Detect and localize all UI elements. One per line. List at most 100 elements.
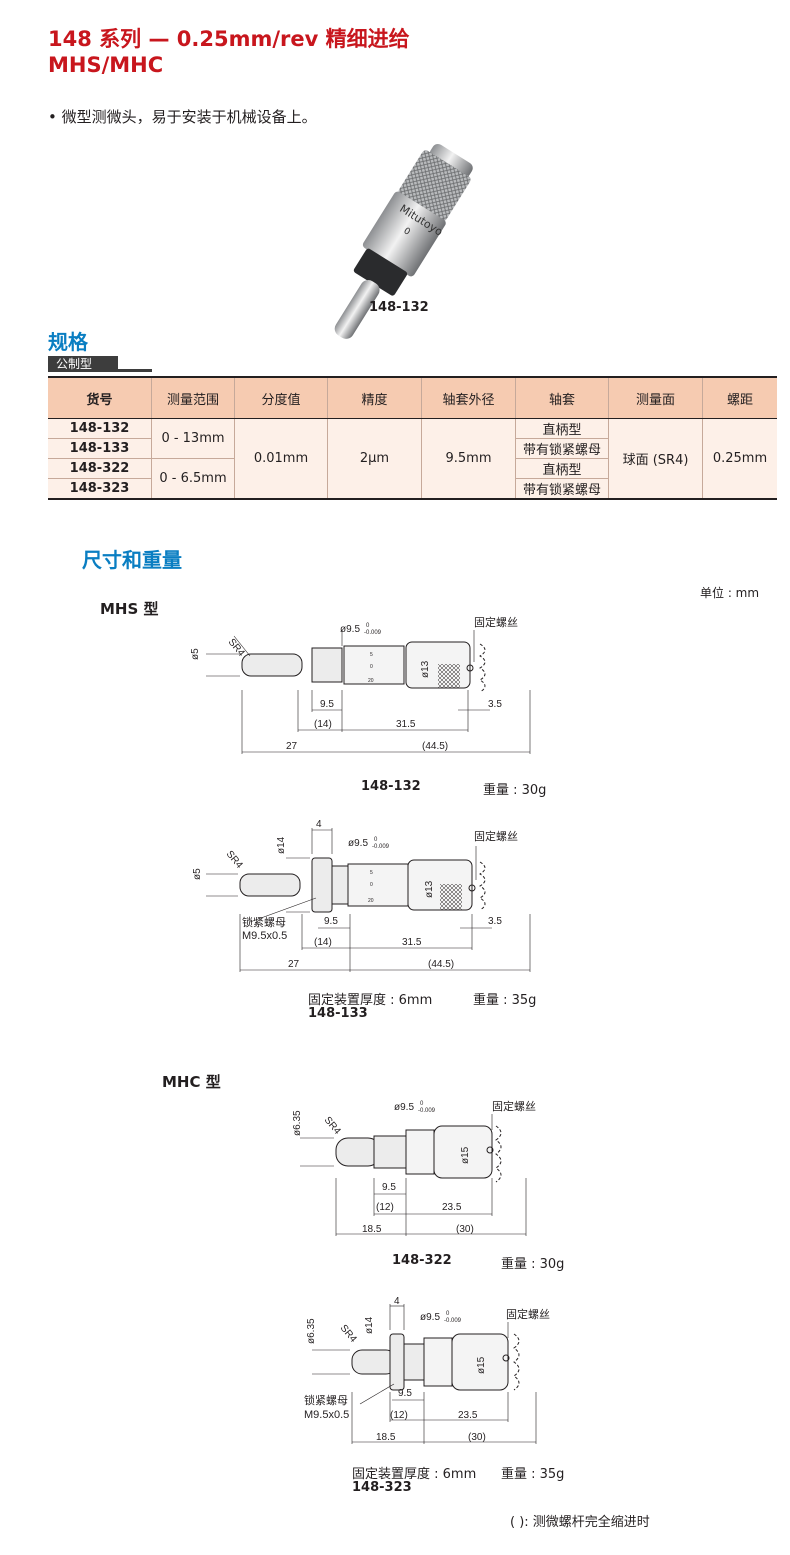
dim-sr4: SR4 <box>224 849 245 871</box>
drawing-148-322: ø6.35 SR4 ø9.5 0 -0.009 固定螺丝 ø15 9.5 (12… <box>292 1099 536 1236</box>
caption-weight: 重量 : 35g <box>473 993 537 1008</box>
spec-header-row: 货号 测量范围 分度值 精度 轴套外径 轴套 测量面 螺距 <box>48 376 777 419</box>
sleeve-cell: 带有锁紧螺母 <box>515 438 609 459</box>
accuracy-cell: 2μm <box>327 418 422 500</box>
drawing-148-323: ø6.35 SR4 ø14 4 ø9.5 0 -0.009 固定螺丝 ø15 锁… <box>304 1296 550 1444</box>
dim-9-5: 9.5 <box>324 916 338 927</box>
photo-caption: 148-132 <box>369 300 429 315</box>
footnote: ( ): 测微螺杆完全缩进时 <box>510 1515 650 1530</box>
label-fixing-thread: 固定螺丝 <box>492 1099 536 1113</box>
dim-27: 27 <box>286 741 298 752</box>
metric-tag-label: 公制型 <box>48 356 118 372</box>
sleeve <box>403 1343 425 1381</box>
label-lock-nut-thread: M9.5x0.5 <box>242 930 287 942</box>
dim-44-5: (44.5) <box>422 741 448 752</box>
dim-9-5: 9.5 <box>398 1388 412 1399</box>
dim-phi13: ø13 <box>424 880 435 898</box>
range-cell: 0 - 13mm <box>151 418 235 459</box>
dim-tol-down: -0.009 <box>418 1108 436 1114</box>
break-line <box>513 1333 520 1391</box>
break-line <box>479 643 486 693</box>
dimensions-heading: 尺寸和重量 <box>82 548 182 572</box>
sleeve-cell: 带有锁紧螺母 <box>515 478 609 500</box>
knurl-area <box>440 884 462 910</box>
spec-table: 货号 测量范围 分度值 精度 轴套外径 轴套 测量面 螺距 148-132 0 … <box>48 376 777 500</box>
col-code: 货号 <box>48 376 152 419</box>
col-range: 测量范围 <box>151 376 235 419</box>
sleeve <box>331 865 349 905</box>
fixing-screw <box>486 1146 494 1154</box>
dim-phi15: ø15 <box>476 1356 487 1374</box>
dim-phi5: ø5 <box>192 868 203 880</box>
dim-31-5: 31.5 <box>396 719 416 730</box>
metric-tag: 公制型 <box>48 356 152 372</box>
thimble <box>405 1129 435 1175</box>
caption-code: 148-323 <box>352 1480 412 1495</box>
dim-tol-up: 0 <box>446 1311 450 1317</box>
col-sleeve-dia: 轴套外径 <box>421 376 516 419</box>
dim-sr4: SR4 <box>338 1323 359 1345</box>
dim-phi95: ø9.5 <box>340 624 360 635</box>
dim-9-5: 9.5 <box>320 699 334 710</box>
page-subtitle: MHS/MHC <box>48 53 164 77</box>
specs-heading: 规格 <box>48 330 88 354</box>
dim-12: (12) <box>390 1410 408 1421</box>
dim-30: (30) <box>468 1432 486 1443</box>
caption-weight: 重量 : 30g <box>483 783 547 798</box>
table-row: 148-132 0 - 13mm 0.01mm 2μm 9.5mm 直柄型 球面… <box>48 418 777 500</box>
dim-3-5: 3.5 <box>488 916 502 927</box>
scale-5: 5 <box>370 870 373 876</box>
mhs-title: MHS 型 <box>100 600 159 618</box>
drawing-148-133: ø5 SR4 ø14 4 ø9.5 0 -0.009 固定螺丝 ø13 5 0 … <box>192 819 531 972</box>
dim-4: 4 <box>394 1296 400 1307</box>
caption-code: 148-322 <box>392 1253 452 1268</box>
mhc-title: MHC 型 <box>162 1073 221 1091</box>
dim-phi95: ø9.5 <box>348 838 368 849</box>
caption-code: 148-133 <box>308 1006 368 1021</box>
dim-12: (12) <box>376 1202 394 1213</box>
caption-mount: 固定装置厚度 : 6mm <box>352 1467 477 1482</box>
spindle <box>239 873 301 897</box>
scale-20: 20 <box>368 678 374 684</box>
dim-30: (30) <box>456 1224 474 1235</box>
dim-phi13: ø13 <box>420 660 431 678</box>
thimble <box>343 645 405 685</box>
fixing-screw <box>468 884 476 892</box>
dim-18-5: 18.5 <box>376 1432 396 1443</box>
spindle <box>351 1349 397 1375</box>
caption-weight: 重量 : 30g <box>501 1257 565 1272</box>
dim-tol-down: -0.009 <box>364 630 382 636</box>
knurl-area <box>438 664 460 688</box>
scale-0: 0 <box>370 882 373 888</box>
unit-label: 单位 : mm <box>700 586 760 600</box>
break-line <box>495 1125 502 1183</box>
label-fixing-thread: 固定螺丝 <box>506 1307 550 1321</box>
col-pitch: 螺距 <box>702 376 777 419</box>
sleeve <box>373 1135 407 1169</box>
scale-0: 0 <box>370 664 373 670</box>
thimble <box>423 1337 453 1387</box>
dim-3-5: 3.5 <box>488 699 502 710</box>
dim-44-5: (44.5) <box>428 959 454 970</box>
dim-14: (14) <box>314 937 332 948</box>
lock-nut <box>311 857 333 913</box>
label-lock-nut-thread: M9.5x0.5 <box>304 1409 349 1421</box>
feature-bullet: • 微型测微头，易于安装于机械设备上。 <box>48 108 317 126</box>
scale-zero: 0 <box>402 226 412 238</box>
dim-4: 4 <box>316 819 322 830</box>
feature-text: 微型测微头，易于安装于机械设备上。 <box>61 108 317 126</box>
label-lock-nut: 锁紧螺母 <box>242 915 286 929</box>
thimble <box>347 863 409 907</box>
pitch-cell: 0.25mm <box>702 418 777 500</box>
dim-tol-up: 0 <box>366 623 370 629</box>
sleeve <box>311 647 343 683</box>
dim-23-5: 23.5 <box>458 1410 478 1421</box>
dim-27: 27 <box>288 959 300 970</box>
label-fixing-thread: 固定螺丝 <box>474 615 518 629</box>
fixing-screw <box>502 1354 510 1362</box>
break-line <box>479 861 486 911</box>
drawing-148-132: ø5 SR4 ø9.5 0 -0.009 固定螺丝 ø13 5 0 20 9.5… <box>190 615 531 754</box>
spindle <box>335 1137 381 1167</box>
dim-phi95: ø9.5 <box>420 1312 440 1323</box>
range-cell: 0 - 6.5mm <box>151 458 235 500</box>
